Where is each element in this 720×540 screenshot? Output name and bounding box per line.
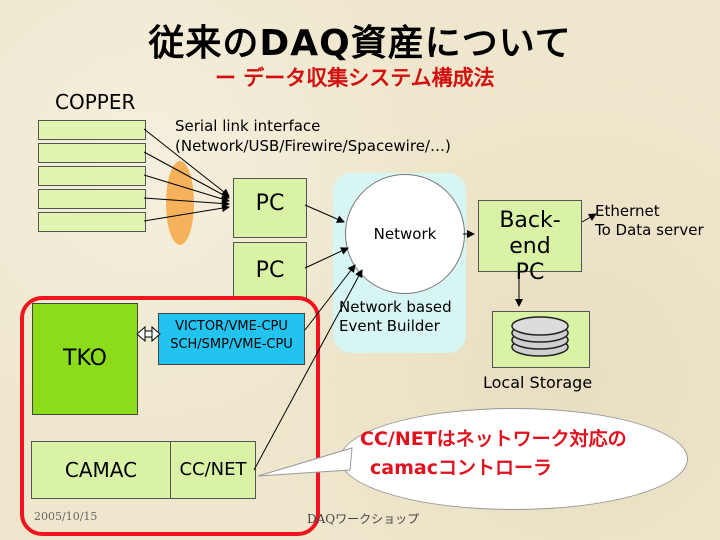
callout-line2: camacコントローラ: [370, 457, 552, 479]
callout-bubble: [340, 408, 688, 510]
ethernet-line2: To Data server: [595, 221, 704, 239]
callout-tail: [257, 447, 353, 477]
pc1-to-network-arrow: [304, 204, 345, 223]
pc-box-1: PC: [233, 178, 307, 238]
camac-tko-highlight-frame: [20, 296, 320, 536]
camac-crate: CAMAC: [31, 441, 171, 499]
slide-subtitle: ー データ収集システム構成法: [215, 66, 495, 90]
tko-crate: TKO: [32, 303, 138, 415]
disk-stack-icon: [511, 316, 569, 357]
vme-cpu-box: VICTOR/VME-CPU SCH/SMP/VME-CPU: [158, 313, 305, 365]
ccnet-to-network-arrow: [253, 269, 363, 471]
pc2-to-network-arrow: [304, 247, 349, 269]
copper-to-pc-arrow: [143, 151, 230, 199]
backend-pc-box: Back-end PC: [478, 200, 582, 285]
backend-to-ethernet-arrow: [581, 213, 597, 223]
backend-line1: Back-end: [499, 208, 561, 259]
network-node: Network: [345, 174, 465, 294]
serial-link-line2: (Network/USB/Firewire/Spacewire/…): [175, 137, 451, 155]
serial-link-oval: [166, 161, 194, 245]
copper-to-pc-arrow: [143, 204, 230, 222]
copper-to-pc-arrow: [143, 128, 230, 197]
copper-slot: [38, 166, 146, 186]
ccnet-controller: CC/NET: [170, 441, 256, 499]
copper-to-pc-arrow: [143, 197, 230, 208]
pc-box-2: PC: [233, 242, 307, 300]
ethernet-label: Ethernet To Data server: [595, 202, 704, 240]
event-builder-line1: Network based: [339, 298, 452, 316]
callout-text: CC/NETはネットワーク対応の camacコントローラ: [360, 425, 690, 483]
copper-slot: [38, 189, 146, 209]
slide-title: 従来のDAQ資産について: [148, 23, 572, 64]
tko-vme-bidirectional-arrow: [136, 325, 161, 343]
copper-label: COPPER: [55, 90, 136, 114]
serial-link-line1: Serial link interface: [175, 117, 321, 135]
copper-slot: [38, 212, 146, 232]
vme-to-network-arrow: [304, 264, 356, 331]
serial-link-label: Serial link interface (Network/USB/Firew…: [175, 116, 451, 156]
event-builder-line2: Event Builder: [339, 317, 440, 335]
vme-cpu-line2: SCH/SMP/VME-CPU: [170, 337, 293, 352]
callout-line1: CC/NETはネットワーク対応の: [360, 428, 627, 450]
slide-date: 2005/10/15: [34, 510, 98, 523]
vme-cpu-line1: VICTOR/VME-CPU: [175, 319, 288, 334]
slide-footer: DAQワークショップ: [307, 512, 420, 526]
backend-line2: PC: [515, 260, 545, 285]
copper-to-pc-arrow: [143, 174, 230, 203]
local-storage-label: Local Storage: [483, 373, 593, 392]
ethernet-line1: Ethernet: [595, 202, 660, 220]
event-builder-label: Network based Event Builder: [339, 298, 452, 336]
